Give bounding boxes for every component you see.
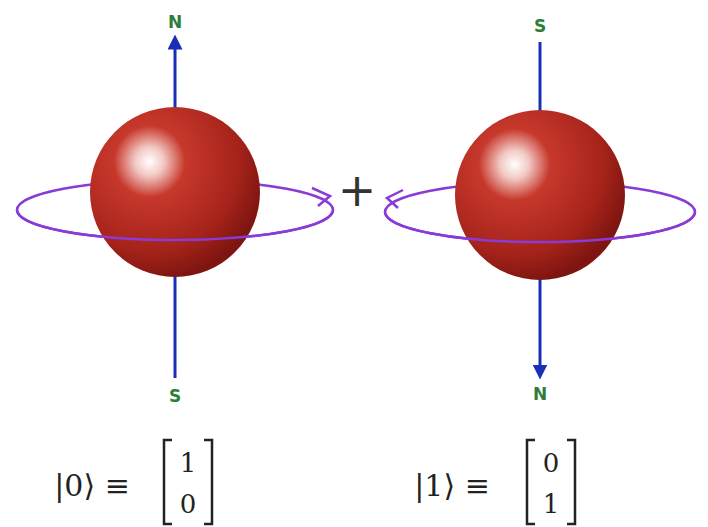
pole-label: N <box>168 14 182 31</box>
pole-label: S <box>534 18 546 35</box>
vector-entry: 1 <box>180 450 197 476</box>
ket-label: |0⟩ ≡ <box>54 471 130 501</box>
pole-label: S <box>169 388 181 405</box>
ket-label: |1⟩ ≡ <box>414 471 490 501</box>
spin-up-particle <box>17 42 333 378</box>
matrix-bracket <box>164 440 575 524</box>
plus-sign: + <box>338 167 377 213</box>
spin-down-particle <box>385 42 695 372</box>
pole-label: N <box>533 386 547 403</box>
vector-entry: 0 <box>180 491 197 517</box>
vector-entry: 1 <box>543 491 560 517</box>
vector-entry: 0 <box>543 450 560 476</box>
